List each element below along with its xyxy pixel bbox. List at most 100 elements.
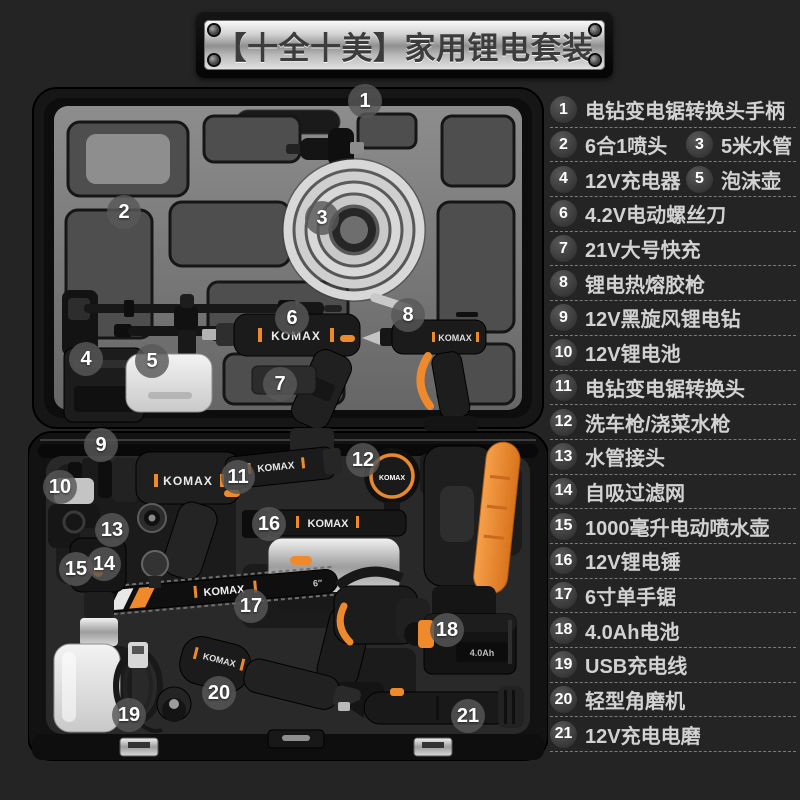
legend-item-number: 5 <box>686 165 713 193</box>
legend-item-number: 4 <box>550 165 577 193</box>
tool-battery: 4.0Ah <box>418 613 517 675</box>
legend-item-label: 水管接头 <box>585 448 665 471</box>
legend-item-number: 18 <box>550 616 577 644</box>
screw-icon <box>209 25 219 35</box>
legend-item-number: 8 <box>550 269 577 297</box>
legend-item-18: 18 4.0Ah电池 <box>550 616 679 645</box>
legend-row: 19 USB充电线 <box>550 648 796 683</box>
legend-item-label: 12V充电器 <box>585 170 681 193</box>
legend-row: 12 洗车枪/浇菜水枪 <box>550 405 796 440</box>
legend-item-number: 2 <box>550 131 577 159</box>
legend-item-number: 6 <box>550 200 577 228</box>
legend-item-12: 12 洗车枪/浇菜水枪 <box>550 408 731 437</box>
legend-item-number: 16 <box>550 547 577 575</box>
legend-item-label: 锂电热熔胶枪 <box>585 274 705 297</box>
brand-logo: KOMAX <box>438 333 472 343</box>
legend-item-label: 4.2V电动螺丝刀 <box>585 205 727 228</box>
legend-item-7: 7 21V大号快充 <box>550 234 701 263</box>
brand-logo: KOMAX <box>257 460 295 475</box>
screw-icon <box>590 25 600 35</box>
legend-item-label: 6寸单手锯 <box>585 586 677 609</box>
brand-logo: KOMAX <box>308 518 350 530</box>
legend-item-number: 17 <box>550 581 577 609</box>
brand-logo: KOMAX <box>271 329 321 343</box>
legend-item-number: 19 <box>550 651 577 679</box>
legend-item-16: 16 12V锂电锤 <box>550 546 681 575</box>
legend-item-number: 21 <box>550 720 577 748</box>
legend-item-number: 12 <box>550 408 577 436</box>
legend-item-3: 3 5米水管 <box>686 130 792 159</box>
case-center-tab <box>267 729 325 749</box>
legend-row: 7 21V大号快充 <box>550 232 796 267</box>
legend-item-6: 6 4.2V电动螺丝刀 <box>550 199 726 228</box>
legend-item-label: 5米水管 <box>721 136 793 159</box>
legend-row: 15 1000毫升电动喷水壶 <box>550 509 796 544</box>
legend-item-number: 9 <box>550 304 577 332</box>
legend-item-11: 11 电钻变电锯转换头 <box>550 373 745 402</box>
legend-item-19: 19 USB充电线 <box>550 650 687 679</box>
legend-row: 6 4.2V电动螺丝刀 <box>550 197 796 232</box>
legend-row: 11 电钻变电锯转换头 <box>550 371 796 406</box>
legend-item-label: 电钻变电锯转换头 <box>585 378 745 401</box>
legend-item-label: USB充电线 <box>585 656 688 679</box>
legend-item-label: 12V黑旋风锂电钻 <box>585 309 741 332</box>
legend-row: 21 12V充电电磨 <box>550 717 796 753</box>
legend-item-9: 9 12V黑旋风锂电钻 <box>550 303 741 332</box>
legend-item-label: 12V锂电池 <box>585 344 681 367</box>
legend-item-label: 12V锂电锤 <box>585 552 681 575</box>
legend-item-label: 电钻变电锯转换头手柄 <box>585 101 785 124</box>
legend-item-10: 10 12V锂电池 <box>550 338 681 367</box>
case-latch <box>119 737 159 757</box>
legend-item-label: 4.0Ah电池 <box>585 621 680 644</box>
legend-item-label: 自吸过滤网 <box>585 482 685 505</box>
legend-row: 14 自吸过滤网 <box>550 475 796 510</box>
legend-row: 13 水管接头 <box>550 440 796 475</box>
legend-row: 18 4.0Ah电池 <box>550 613 796 648</box>
legend-row: 1 电钻变电锯转换头手柄 <box>550 93 796 128</box>
product-photo: KOMAX KOMAX <box>28 87 548 761</box>
legend-item-label: 洗车枪/浇菜水枪 <box>585 413 731 436</box>
legend-row: 16 12V锂电锤 <box>550 544 796 579</box>
tool-chainsaw: KOMAX 6″ <box>93 565 430 646</box>
legend-item-4: 4 12V充电器 <box>550 165 686 194</box>
legend-item-number: 3 <box>686 131 713 159</box>
legend-item-label: 12V充电电磨 <box>585 725 701 748</box>
page-title: 【十全十美】家用锂电套装 <box>215 30 594 66</box>
legend-row: 10 12V锂电池 <box>550 336 796 371</box>
legend-item-label: 泡沫壶 <box>721 170 781 193</box>
legend-item-1: 1 电钻变电锯转换头手柄 <box>550 95 785 124</box>
tool-adapter-handle <box>286 128 364 166</box>
screw-icon <box>209 55 219 65</box>
legend-item-number: 14 <box>550 477 577 505</box>
legend-item-number: 7 <box>550 235 577 263</box>
tool-hose-connector <box>137 503 167 533</box>
legend-row: 8 锂电热熔胶枪 <box>550 266 796 302</box>
legend-item-label: 21V大号快充 <box>585 240 701 263</box>
legend-item-number: 13 <box>550 443 577 471</box>
brand-logo: KOMAX <box>379 475 405 482</box>
case-latch <box>413 737 453 757</box>
legend-item-number: 1 <box>550 96 577 124</box>
legend-item-number: 15 <box>550 512 577 540</box>
legend-item-number: 11 <box>550 373 577 401</box>
legend-item-5: 5 泡沫壶 <box>686 165 781 194</box>
legend-item-14: 14 自吸过滤网 <box>550 477 685 506</box>
legend-item-label: 1000毫升电动喷水壶 <box>585 517 770 540</box>
title-metal-plate: 【十全十美】家用锂电套装 <box>204 20 605 70</box>
legend-item-8: 8 锂电热熔胶枪 <box>550 269 705 298</box>
tool-filter <box>141 550 169 588</box>
legend-item-number: 20 <box>550 686 577 714</box>
screw-icon <box>590 55 600 65</box>
brand-logo: KOMAX <box>163 474 213 488</box>
battery-capacity-label: 4.0Ah <box>470 648 495 658</box>
legend-item-13: 13 水管接头 <box>550 442 665 471</box>
toolbox-lid: KOMAX KOMAX <box>32 87 544 432</box>
legend-item-label: 6合1喷头 <box>585 136 668 159</box>
legend-item-2: 2 6合1喷头 <box>550 130 686 159</box>
legend-item-20: 20 轻型角磨机 <box>550 685 685 714</box>
legend-item-label: 轻型角磨机 <box>585 691 685 714</box>
legend-item-number: 10 <box>550 339 577 367</box>
tool-glue-gun: KOMAX <box>362 312 487 432</box>
